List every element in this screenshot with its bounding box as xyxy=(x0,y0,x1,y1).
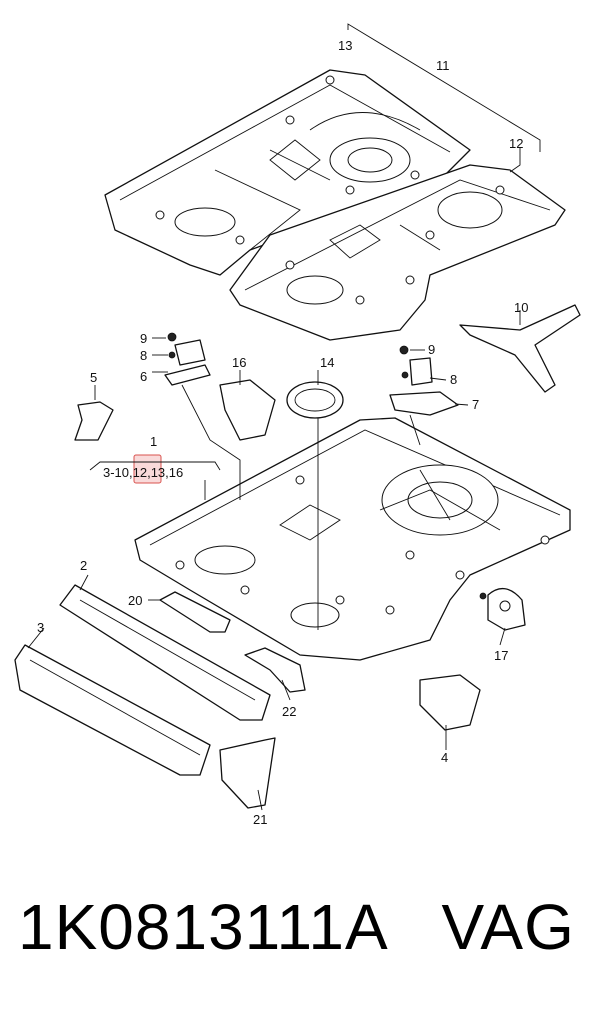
callout-5: 5 xyxy=(90,370,97,385)
callout-6: 6 xyxy=(140,369,147,384)
callout-7: 7 xyxy=(472,397,479,412)
part-5-bracket xyxy=(74,401,114,441)
callout-10: 10 xyxy=(514,300,528,315)
callout-11: 11 xyxy=(436,58,450,73)
floor-assembly xyxy=(134,417,571,661)
bracket-11 xyxy=(347,23,541,152)
front-floor-panel xyxy=(104,69,471,276)
part-16-bracket xyxy=(219,379,276,441)
callout-2: 2 xyxy=(80,558,87,573)
part-number: 1K0813111A xyxy=(18,891,386,963)
brand: VAG xyxy=(441,891,575,963)
parts-diagram: 13 11 12 10 9 8 6 16 14 9 8 7 5 1 3-10,1… xyxy=(14,23,581,827)
part-21-bracket xyxy=(219,737,276,809)
part-4-bracket xyxy=(419,674,481,731)
part-number-footer: 1K0813111A VAG xyxy=(18,890,575,964)
callout-17: 17 xyxy=(494,648,508,663)
callout-4: 4 xyxy=(441,750,448,765)
callout-12: 12 xyxy=(509,136,523,151)
part-6-assembly xyxy=(164,332,211,386)
part-22-bracket xyxy=(244,647,306,693)
part-17-bracket xyxy=(479,588,526,631)
callout-8-right: 8 xyxy=(450,372,457,387)
part-3-sill xyxy=(14,644,211,776)
callout-14: 14 xyxy=(320,355,334,370)
callout-21: 21 xyxy=(253,812,267,827)
part-20-reinforcement xyxy=(159,591,231,633)
callout-20: 20 xyxy=(128,593,142,608)
part-7-assembly xyxy=(389,345,459,416)
callout-9-right: 9 xyxy=(428,342,435,357)
part-14-plug xyxy=(286,381,344,419)
callout-1-subtext: 3-10,12,13,16 xyxy=(103,465,183,480)
callout-8-left: 8 xyxy=(140,348,147,363)
leader-lines xyxy=(27,148,521,811)
part-10-brace xyxy=(459,304,581,393)
callout-1: 1 xyxy=(150,434,157,449)
callout-13: 13 xyxy=(338,38,352,53)
callout-22: 22 xyxy=(282,704,296,719)
callout-3: 3 xyxy=(37,620,44,635)
rear-floor-panel xyxy=(229,164,566,341)
callout-16: 16 xyxy=(232,355,246,370)
callout-9-left: 9 xyxy=(140,331,147,346)
